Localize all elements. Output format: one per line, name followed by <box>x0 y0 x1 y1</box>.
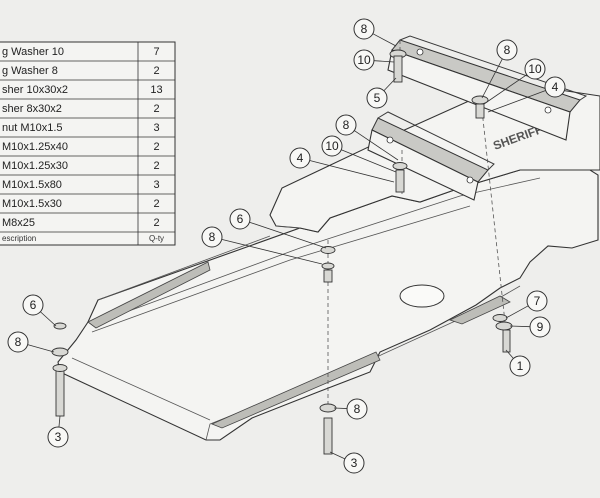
parts-table-qty: 3 <box>153 122 159 134</box>
callout-5: 5 <box>366 77 397 109</box>
left-rib <box>87 261 211 329</box>
callout-8: 8 <box>333 398 368 420</box>
bolt-stack-top <box>389 49 407 83</box>
lower-bracket <box>367 111 495 201</box>
svg-text:1: 1 <box>517 359 524 373</box>
svg-text:8: 8 <box>504 43 511 57</box>
parts-table-description: g Washer 8 <box>2 65 58 77</box>
svg-text:3: 3 <box>55 430 62 444</box>
bolt-stack-left <box>51 322 69 417</box>
callout-8: 8 <box>353 18 397 47</box>
parts-table-qty: 2 <box>153 198 159 210</box>
callout-10: 10 <box>483 58 546 105</box>
bolt-stack-right <box>471 95 489 119</box>
svg-text:4: 4 <box>552 80 559 94</box>
svg-text:8: 8 <box>209 230 216 244</box>
svg-text:8: 8 <box>361 22 368 36</box>
parts-table-qty: 7 <box>153 46 159 58</box>
assembly-axis-right <box>481 109 509 351</box>
parts-table-description: sher 10x30x2 <box>2 84 68 96</box>
bolt-stack-front <box>319 403 337 455</box>
svg-text:9: 9 <box>537 320 544 334</box>
parts-table-description: M10x1.25x30 <box>2 160 68 172</box>
parts-table-qty: 2 <box>153 160 159 172</box>
svg-text:5: 5 <box>374 91 381 105</box>
parts-table-header-description: escription <box>2 234 36 243</box>
right-rib <box>448 295 511 325</box>
svg-text:10: 10 <box>325 139 339 153</box>
bolt-stack-center <box>320 246 336 283</box>
callout-10: 10 <box>353 49 395 71</box>
callout-4: 4 <box>289 147 395 183</box>
plate-hole <box>399 284 445 308</box>
svg-text:8: 8 <box>15 335 22 349</box>
parts-table-header-qty: Q-ty <box>149 234 164 243</box>
parts-table-qty: 2 <box>153 103 159 115</box>
svg-text:8: 8 <box>343 118 350 132</box>
callout-10: 10 <box>321 135 397 173</box>
upper-bracket <box>387 35 588 141</box>
parts-table-description: nut M10x1.5 <box>2 122 63 134</box>
parts-table-qty: 2 <box>153 65 159 77</box>
svg-text:8: 8 <box>354 402 361 416</box>
callout-9: 9 <box>509 316 551 338</box>
callout-8: 8 <box>201 226 323 265</box>
parts-table-description: M10x1.25x40 <box>2 141 68 153</box>
parts-table-description: sher 8x30x2 <box>2 103 62 115</box>
callout-3: 3 <box>47 415 69 448</box>
parts-table-qty: 2 <box>153 141 159 153</box>
callout-8: 8 <box>7 331 55 353</box>
svg-text:3: 3 <box>351 456 358 470</box>
parts-table-description: M10x1.5x80 <box>2 179 62 191</box>
svg-text:7: 7 <box>534 294 541 308</box>
svg-text:4: 4 <box>297 151 304 165</box>
bolt-stack-mid <box>392 162 408 193</box>
callout-group: 8 10 5 8 10 4 8 10 4 6 8 6 8 3 7 9 1 8 3 <box>7 18 566 474</box>
parts-table-qty: 3 <box>153 179 159 191</box>
svg-text:6: 6 <box>30 298 37 312</box>
bolt-stack-right-lower <box>492 314 513 353</box>
parts-table-description: M10x1.5x30 <box>2 198 62 210</box>
callout-6: 6 <box>22 294 57 327</box>
svg-text:10: 10 <box>528 62 542 76</box>
parts-table-qty: 2 <box>153 217 159 229</box>
svg-text:6: 6 <box>237 212 244 226</box>
callout-1: 1 <box>505 349 531 377</box>
callout-8: 8 <box>481 39 518 99</box>
parts-table-qty: 13 <box>150 84 162 96</box>
callout-3: 3 <box>329 451 365 474</box>
front-rib <box>210 351 381 429</box>
callout-7: 7 <box>505 290 548 319</box>
parts-table-description: M8x25 <box>2 217 35 229</box>
plate-fold-line <box>91 177 541 333</box>
parts-table-description: g Washer 10 <box>2 46 64 58</box>
callout-6: 6 <box>229 208 327 249</box>
callout-8: 8 <box>335 114 399 161</box>
callout-4: 4 <box>487 76 566 113</box>
svg-text:10: 10 <box>357 53 371 67</box>
parts-table: g Washer 10 7 g Washer 8 2 sher 10x30x2 13 she… <box>0 41 176 246</box>
